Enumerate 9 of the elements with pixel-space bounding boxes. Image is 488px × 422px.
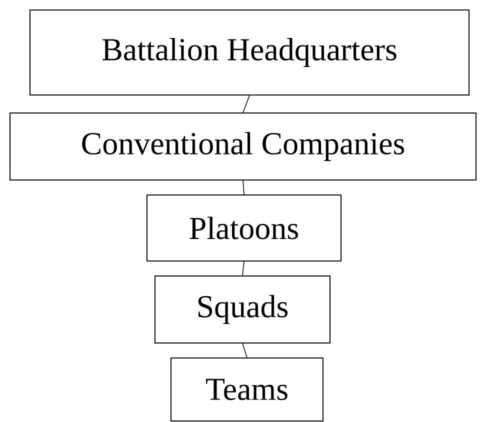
unit-box: Conventional Companies <box>10 112 476 180</box>
connector-line <box>242 261 244 276</box>
unit-box: Squads <box>154 276 330 344</box>
connector-line <box>242 180 244 195</box>
unit-box: Platoons <box>146 194 342 262</box>
unit-box: Battalion Headquarters <box>30 10 470 96</box>
unit-box: Teams <box>170 358 324 422</box>
connector-line <box>242 343 248 358</box>
connector-line <box>242 95 250 113</box>
